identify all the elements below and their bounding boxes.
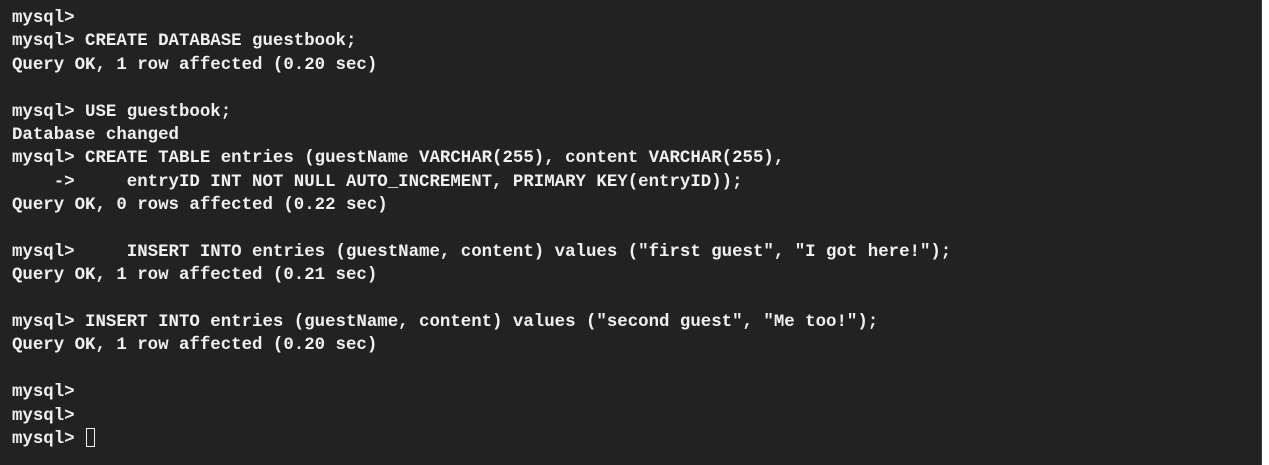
terminal-line: Database changed [12, 125, 179, 145]
text-cursor [86, 428, 96, 448]
terminal-line: Query OK, 1 row affected (0.20 sec) [12, 336, 378, 356]
terminal-line: mysql> [12, 383, 75, 403]
terminal-line [12, 77, 1261, 100]
terminal-prompt: mysql> [12, 430, 86, 450]
terminal-line [12, 218, 1261, 241]
terminal-line: mysql> USE guestbook; [12, 102, 232, 122]
terminal-prompt-line[interactable]: mysql> [12, 428, 1261, 451]
terminal-line: -> entryID INT NOT NULL AUTO_INCREMENT, … [12, 172, 743, 192]
terminal-line: mysql> INSERT INTO entries (guestName, c… [12, 313, 879, 333]
terminal-line: mysql> [12, 9, 75, 28]
terminal-line [12, 288, 1261, 311]
terminal-line: mysql> INSERT INTO entries (guestName, c… [12, 242, 952, 262]
terminal-line: mysql> CREATE TABLE entries (guestName V… [12, 149, 785, 169]
terminal-line: Query OK, 1 row affected (0.21 sec) [12, 266, 378, 286]
terminal-line [12, 358, 1261, 381]
terminal-line: mysql> [12, 406, 75, 426]
terminal-line: Query OK, 0 rows affected (0.22 sec) [12, 196, 388, 216]
terminal-line: Query OK, 1 row affected (0.20 sec) [12, 55, 378, 75]
terminal-line: mysql> CREATE DATABASE guestbook; [12, 32, 357, 52]
